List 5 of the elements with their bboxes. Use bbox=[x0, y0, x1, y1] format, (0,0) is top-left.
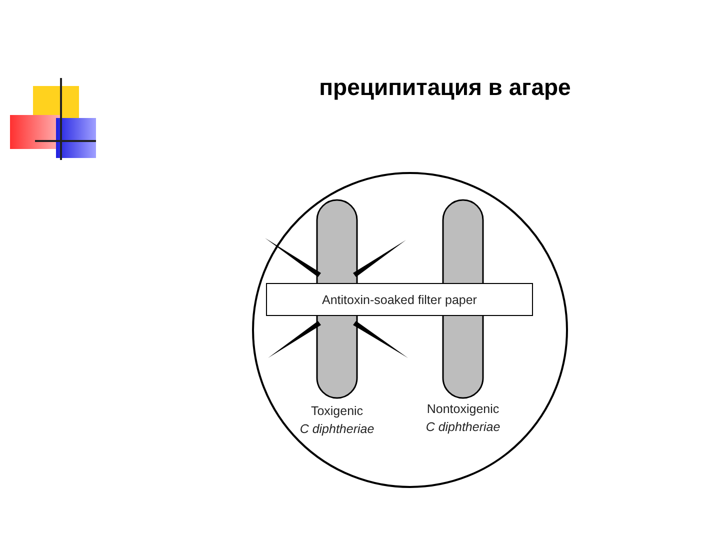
strain-label: Nontoxigenic C diphtheriae bbox=[424, 401, 502, 436]
strain-label: Toxigenic C diphtheriae bbox=[298, 403, 376, 438]
paper-label: Antitoxin-soaked filter paper bbox=[322, 292, 477, 306]
slide-title: преципитация в агаре bbox=[318, 74, 572, 101]
filter-paper-strip bbox=[266, 283, 533, 316]
